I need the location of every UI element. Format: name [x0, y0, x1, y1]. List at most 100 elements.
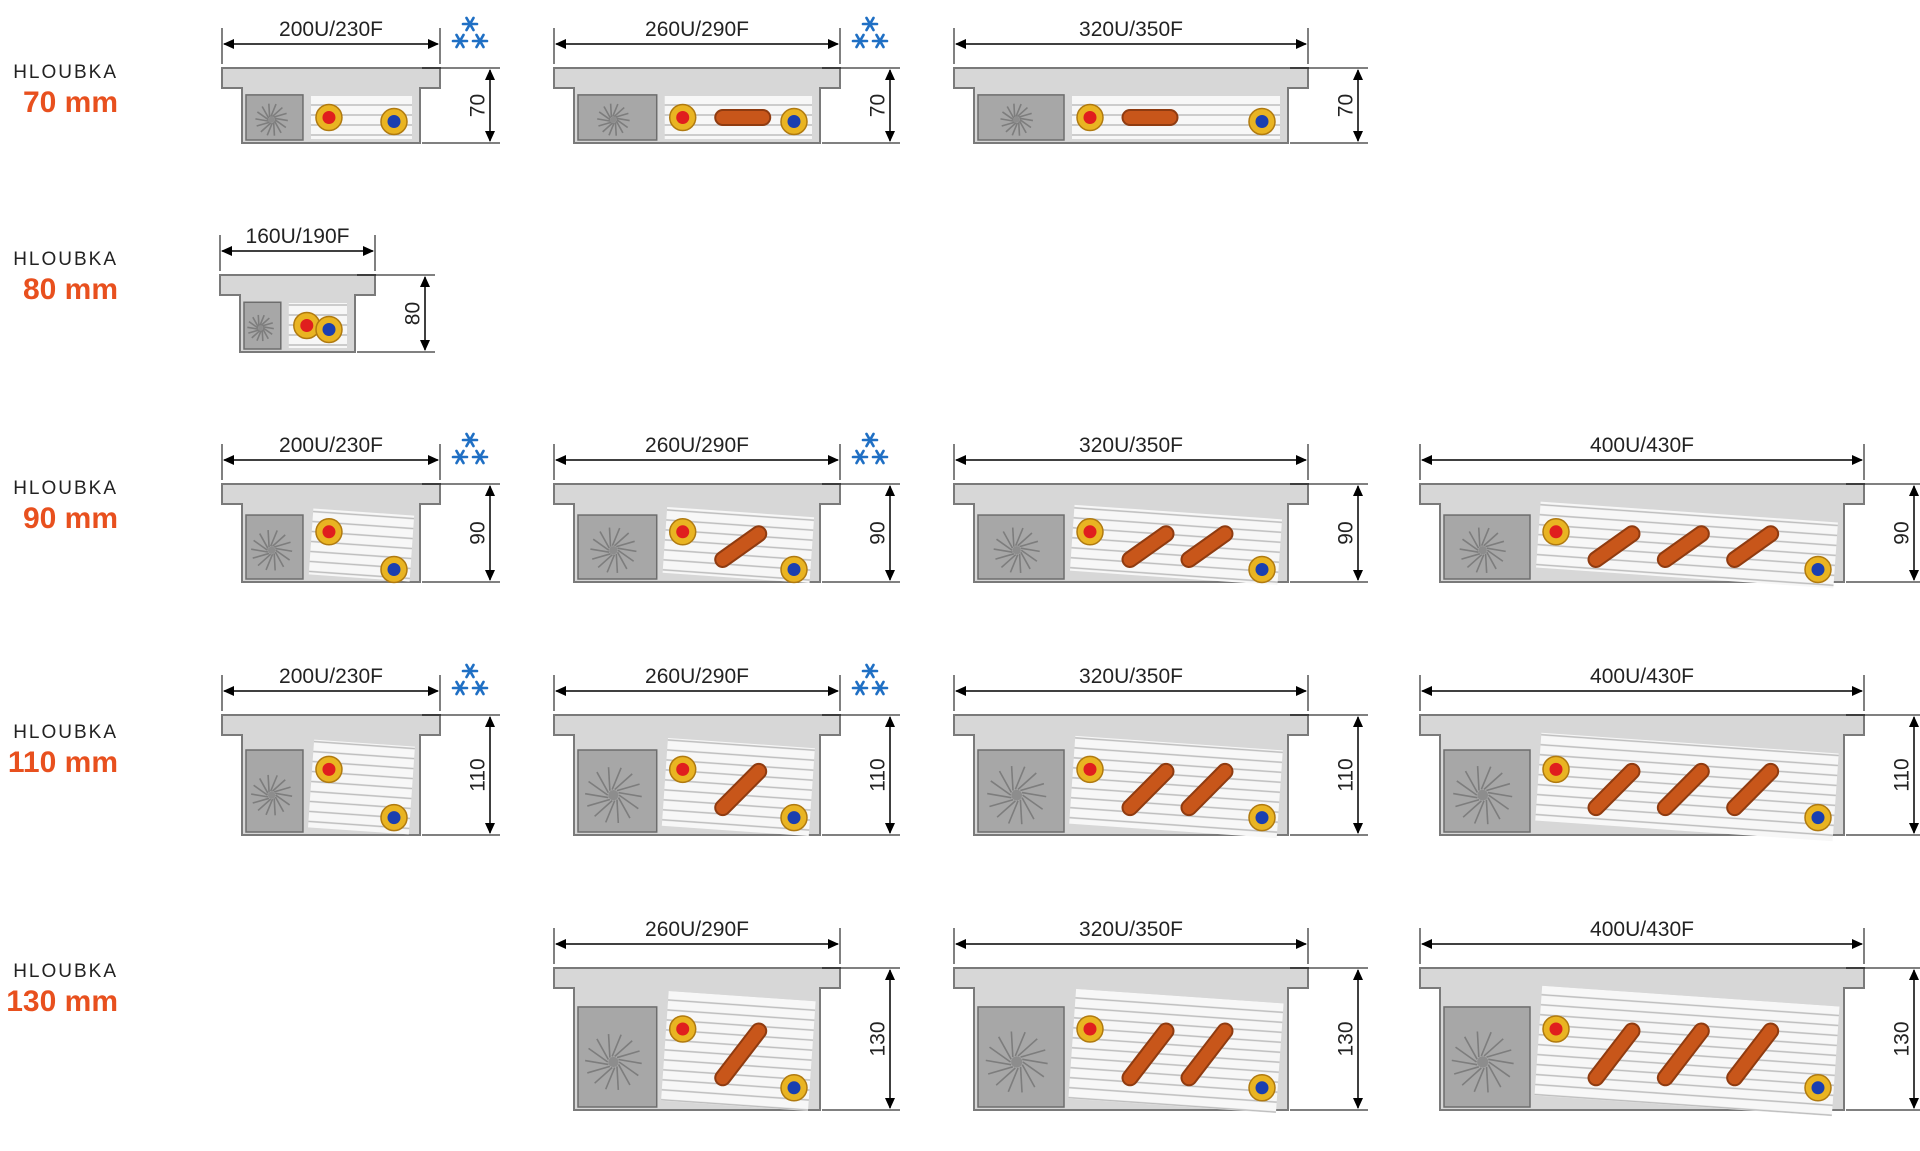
- fan-blade: [596, 1038, 610, 1060]
- pipe-icon: [1658, 1024, 1708, 1085]
- depth-title: HLOUBKA: [13, 62, 118, 83]
- fan-blade: [273, 112, 287, 118]
- fan-blade: [1022, 1061, 1045, 1078]
- heat-exchanger: [1069, 504, 1283, 586]
- cold-dot: [1811, 811, 1825, 825]
- fan-blade: [1463, 1036, 1478, 1060]
- cold-dot: [1255, 1081, 1269, 1095]
- fan-hub: [1478, 546, 1487, 555]
- width-dimension-label: 200U/230F: [279, 18, 383, 41]
- fan-blade: [253, 784, 268, 796]
- cold-fitting-icon: [780, 107, 808, 136]
- fan-blade: [611, 1034, 622, 1057]
- fan-blade: [1020, 547, 1040, 553]
- fan-blade: [273, 553, 276, 571]
- fan-blade: [1016, 106, 1028, 118]
- pipe-icon: [1123, 764, 1173, 815]
- pipe-icon: [716, 764, 766, 815]
- fan-blade: [606, 554, 616, 573]
- hot-dot: [322, 762, 336, 776]
- fan-blade: [261, 322, 273, 327]
- cold-dot: [1811, 562, 1825, 576]
- fan-hub: [267, 791, 276, 799]
- fan-blade: [584, 792, 609, 799]
- hot-dot: [676, 525, 690, 539]
- fan-blade: [608, 527, 612, 547]
- width-dimension-label: 260U/290F: [645, 665, 749, 688]
- fan-blade: [261, 106, 270, 119]
- pipe-icon: [1728, 527, 1778, 566]
- width-dimension-label: 400U/430F: [1590, 434, 1694, 457]
- fan-blade: [1015, 103, 1022, 117]
- fan-blade: [602, 122, 614, 133]
- fan-blade: [255, 118, 269, 122]
- depth-title: HLOUBKA: [13, 722, 118, 743]
- fan-blade: [1486, 547, 1506, 553]
- fan-blade: [597, 554, 613, 569]
- snowflake-icon: [451, 16, 489, 49]
- fan-blade: [1488, 1058, 1514, 1065]
- fan-blade: [1476, 1031, 1480, 1058]
- fan-blade: [1487, 797, 1501, 820]
- cold-dot: [787, 115, 801, 128]
- hot-fitting-icon: [668, 103, 697, 132]
- row-label-80: HLOUBKA 80 mm: [0, 249, 118, 307]
- fan-blade: [1011, 527, 1015, 547]
- width-dimension-label: 200U/230F: [279, 665, 383, 688]
- height-dimension-label: 70: [1335, 94, 1358, 117]
- height-dimension-label: 110: [1891, 758, 1914, 791]
- fan-blade: [596, 771, 610, 794]
- hot-dot: [676, 1022, 690, 1036]
- hot-dot: [1549, 1022, 1563, 1036]
- fan-blade: [614, 122, 618, 136]
- snowflake-icon: [451, 432, 489, 465]
- fan-blade: [616, 551, 628, 570]
- fan-blade: [997, 1036, 1012, 1060]
- convector-unit: 200U/230F 90: [221, 432, 500, 584]
- heat-exchanger: [1069, 735, 1283, 839]
- fan-blade: [1464, 770, 1479, 793]
- height-dimension-label: 90: [467, 521, 490, 544]
- width-dimension-label: 200U/230F: [279, 434, 383, 457]
- row-label-70: HLOUBKA 70 mm: [0, 62, 118, 120]
- snowflake-arm: [865, 432, 875, 448]
- fan-blade: [272, 779, 286, 792]
- hot-dot: [1083, 111, 1097, 124]
- fan-blade: [616, 1050, 640, 1059]
- cold-dot: [787, 562, 801, 576]
- fan-blade: [588, 1047, 609, 1063]
- fan-blade: [260, 317, 270, 326]
- hot-fitting-icon: [1542, 755, 1570, 784]
- fan-hub: [1477, 1056, 1489, 1068]
- pipe-icon: [1182, 527, 1232, 566]
- hot-dot: [676, 111, 690, 124]
- fan-blade: [1001, 111, 1014, 121]
- fan-hub: [1013, 116, 1020, 123]
- fan-blade: [256, 330, 262, 342]
- snowflake-arm: [855, 33, 865, 49]
- fan-blade: [1020, 549, 1038, 562]
- fan-blade: [252, 316, 259, 328]
- fan-blade: [1483, 532, 1499, 547]
- snowflake-arm: [465, 663, 475, 679]
- fan-blade: [270, 103, 277, 117]
- fan-blade: [1462, 800, 1482, 818]
- fan-blade: [1019, 119, 1032, 129]
- snowflake-icon: [851, 16, 889, 49]
- width-dimension-label: 260U/290F: [645, 434, 749, 457]
- height-dimension-label: 90: [867, 521, 890, 544]
- row-label-130: HLOUBKA 130 mm: [0, 961, 118, 1019]
- pipe-icon: [1728, 764, 1778, 815]
- depth-value: 70 mm: [22, 86, 118, 119]
- fan-blade: [265, 553, 274, 571]
- fan-blade: [275, 547, 293, 553]
- pipe-icon: [1589, 527, 1639, 566]
- snowflake-arm: [465, 16, 475, 32]
- width-dimension-label: 260U/290F: [645, 18, 749, 41]
- fan-blade: [269, 775, 278, 792]
- fan-blade: [1487, 791, 1513, 798]
